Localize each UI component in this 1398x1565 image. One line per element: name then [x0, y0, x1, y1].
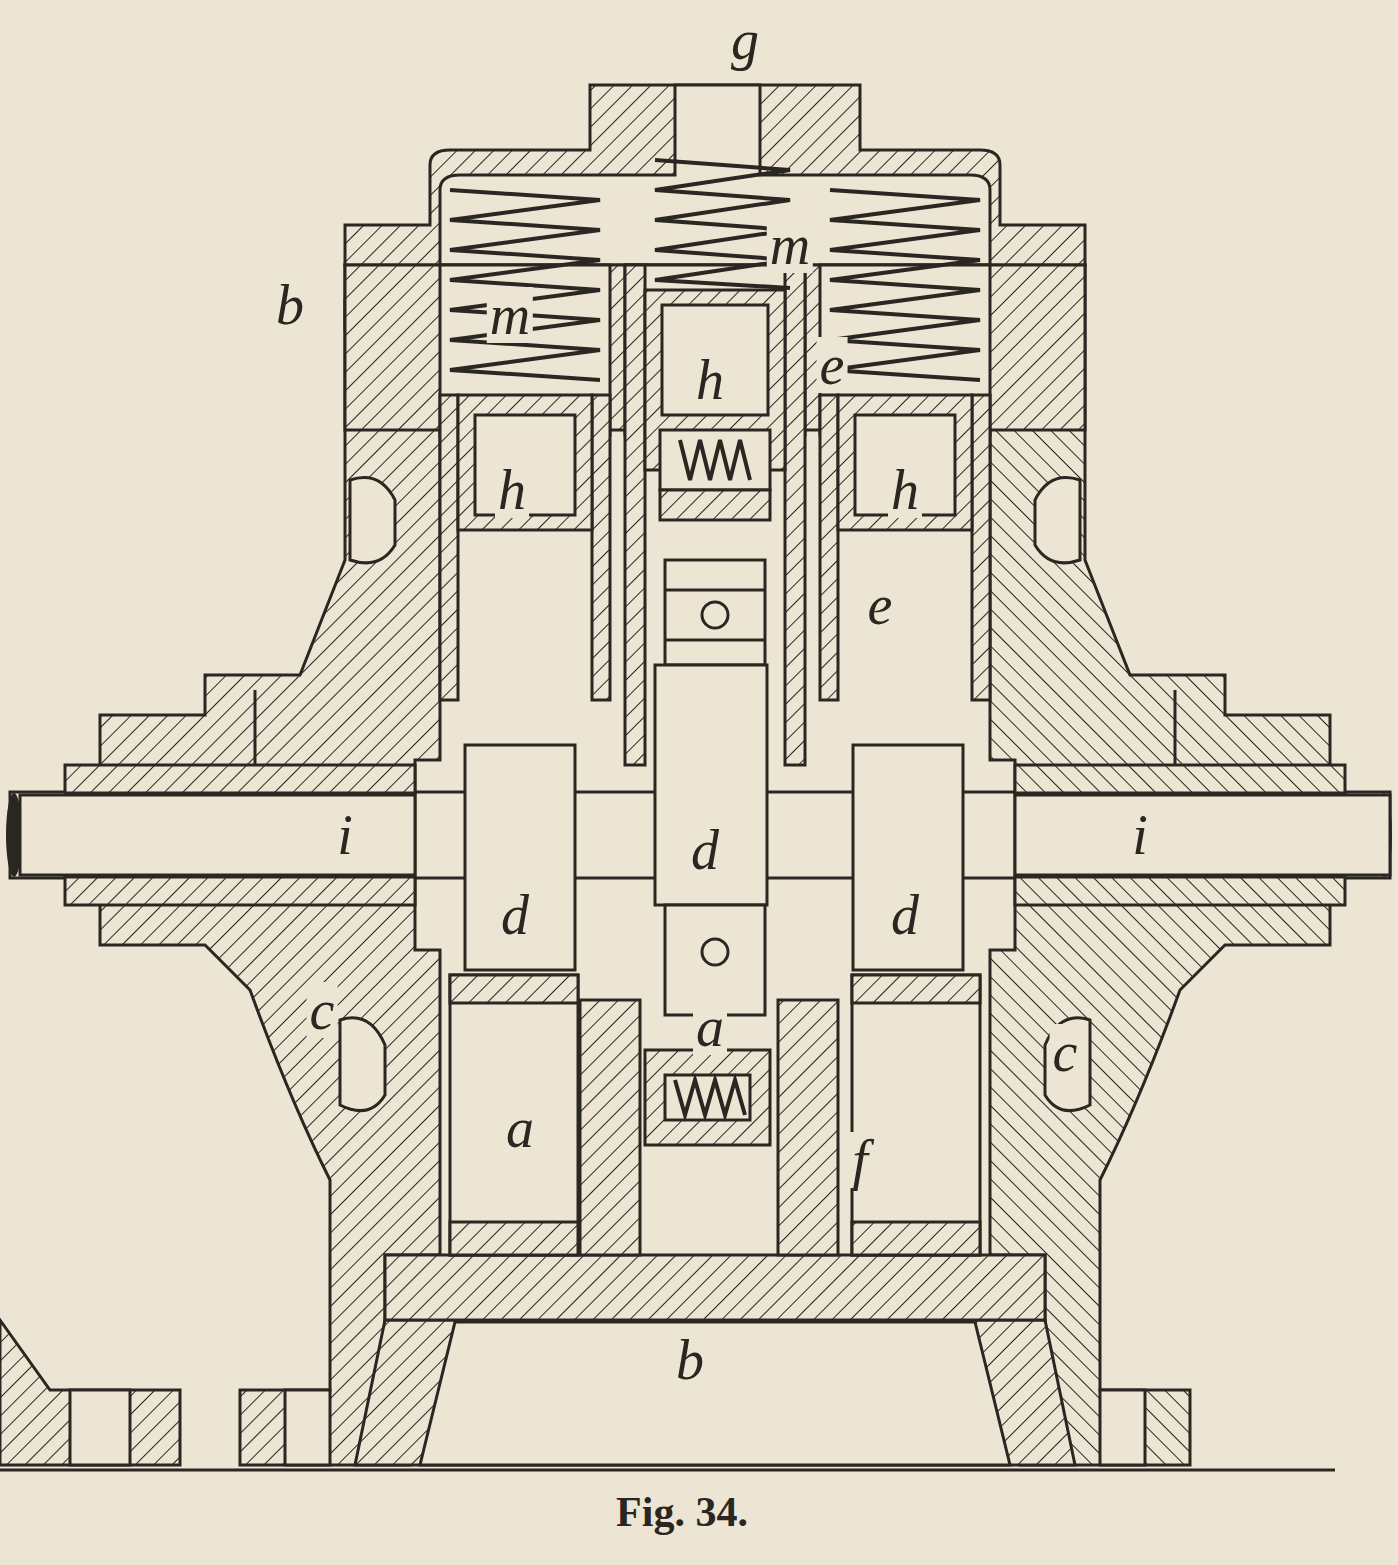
- part-letter: g: [728, 12, 762, 68]
- ball: [702, 939, 728, 965]
- ground-line: [0, 1469, 1335, 1472]
- crank-web: [655, 665, 767, 905]
- part-letter: f: [849, 1132, 871, 1188]
- rod-head: [660, 490, 770, 520]
- part-letter: d: [888, 887, 922, 943]
- base-arch: [420, 1322, 1010, 1465]
- part-letter: b: [673, 1332, 707, 1388]
- part-letter: a: [503, 1100, 537, 1156]
- part-letter: i: [334, 807, 356, 863]
- part-letter: d: [498, 887, 532, 943]
- part-letter: a: [693, 999, 727, 1055]
- crank-web: [853, 745, 963, 970]
- spring: [830, 190, 980, 380]
- spring: [450, 190, 600, 380]
- wall: [778, 1000, 838, 1255]
- figure-caption: Fig. 34.: [612, 1491, 752, 1533]
- valve-box: [665, 1075, 750, 1120]
- part-letter: h: [693, 352, 727, 408]
- lower-cylinder: [852, 975, 980, 1255]
- part-letter: e: [817, 337, 848, 393]
- part-letter: c: [1050, 1024, 1081, 1080]
- valve-spring: [675, 1080, 745, 1115]
- bolt-hole: [70, 1390, 130, 1465]
- valve-box: [660, 430, 770, 490]
- piston: [458, 395, 592, 530]
- neighbour-foot: [0, 1320, 180, 1465]
- part-letter: e: [865, 577, 896, 633]
- housing-left: [20, 265, 440, 1465]
- part-letter: m: [487, 287, 533, 343]
- crank-web: [465, 745, 575, 970]
- part-letter: m: [767, 217, 813, 273]
- valve-spring: [680, 440, 750, 480]
- rod-bearing: [665, 560, 765, 665]
- housing-right: [990, 265, 1390, 1465]
- part-letter: d: [688, 822, 722, 878]
- part-letter: h: [495, 462, 529, 518]
- base: [355, 1320, 1075, 1465]
- piston: [838, 395, 972, 530]
- part-letter: c: [307, 982, 338, 1038]
- piston-hollow: [662, 305, 768, 415]
- part-letter: h: [888, 462, 922, 518]
- wall: [580, 1000, 640, 1255]
- top-cover: [345, 85, 1085, 265]
- part-letter: i: [1129, 807, 1151, 863]
- valve-body: [645, 1050, 770, 1145]
- ball: [702, 602, 728, 628]
- part-letter: b: [273, 277, 307, 333]
- bottom-plate: [385, 1255, 1045, 1320]
- lower-cylinder: [450, 975, 578, 1255]
